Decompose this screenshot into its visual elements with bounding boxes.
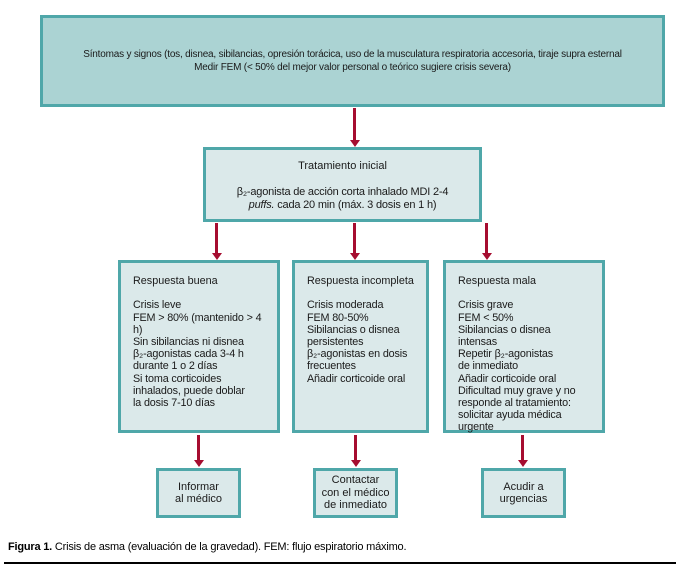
symptoms-line2: Medir FEM (< 50% del mejor valor persona…: [194, 62, 511, 73]
initial-treatment-title: Tratamiento inicial: [298, 159, 387, 172]
action-contact-doctor-box: Contactar con el médico de inmediato: [313, 468, 398, 518]
action-contact-doctor-label: Contactar con el médico de inmediato: [321, 474, 390, 512]
arrow-shaft: [197, 435, 200, 460]
response-good-title: Respuesta buena: [133, 275, 218, 287]
arrow-down-icon: [349, 223, 360, 260]
action-inform-doctor-box: Informar al médico: [156, 468, 241, 518]
initial-treatment-box: Tratamiento inicial β₂-agonista de acció…: [203, 147, 482, 222]
symptoms-line1: Síntomas y signos (tos, disnea, sibilanc…: [83, 49, 622, 60]
arrow-down-icon: [211, 223, 222, 260]
response-bad-box: Respuesta mala Crisis grave FEM < 50% Si…: [443, 260, 605, 433]
arrow-down-icon: [517, 435, 528, 467]
response-good-lines: Crisis leve FEM > 80% (mantenido > 4 h) …: [133, 299, 262, 410]
arrow-head: [481, 253, 492, 260]
response-bad-lines: Crisis grave FEM < 50% Sibilancias o dis…: [458, 299, 576, 434]
response-good-box: Respuesta buena Crisis leve FEM > 80% (m…: [118, 260, 280, 433]
action-inform-doctor-label: Informar al médico: [174, 480, 223, 506]
arrow-head: [517, 460, 528, 467]
arrow-head: [349, 253, 360, 260]
arrow-down-icon: [350, 435, 361, 467]
initial-treatment-line1: β₂-agonista de acción corta inhalado MDI…: [236, 185, 449, 198]
arrow-shaft: [353, 108, 356, 140]
arrow-shaft: [354, 435, 357, 460]
caption-divider: [4, 562, 676, 564]
response-bad-title: Respuesta mala: [458, 275, 537, 287]
initial-treatment-line2-rest: cada 20 min (máx. 3 dosis en 1 h): [274, 198, 437, 211]
arrow-shaft: [215, 223, 218, 253]
arrow-shaft: [521, 435, 524, 460]
figure-caption-number: Figura 1.: [8, 541, 53, 553]
arrow-shaft: [353, 223, 356, 253]
response-incomplete-lines: Crisis moderada FEM 80-50% Sibilancias o…: [307, 299, 408, 385]
puffs-italic: puffs.: [248, 198, 275, 211]
arrow-down-icon: [481, 223, 492, 260]
symptoms-box: Síntomas y signos (tos, disnea, sibilanc…: [40, 15, 665, 107]
action-go-emergency-box: Acudir a urgencias: [481, 468, 566, 518]
response-incomplete-title: Respuesta incompleta: [307, 275, 414, 287]
arrow-shaft: [485, 223, 488, 253]
arrow-head: [211, 253, 222, 260]
initial-treatment-line2: puffs. cada 20 min (máx. 3 dosis en 1 h): [249, 199, 437, 212]
arrow-head: [193, 460, 204, 467]
arrow-down-icon: [193, 435, 204, 467]
figure-caption: Figura 1. Crisis de asma (evaluación de …: [8, 541, 407, 553]
arrow-head: [349, 140, 360, 147]
arrow-down-icon: [349, 108, 360, 147]
action-go-emergency-label: Acudir a urgencias: [499, 480, 548, 506]
figure-caption-text: Crisis de asma (evaluación de la graveda…: [52, 541, 407, 553]
arrow-head: [350, 460, 361, 467]
response-incomplete-box: Respuesta incompleta Crisis moderada FEM…: [292, 260, 429, 433]
